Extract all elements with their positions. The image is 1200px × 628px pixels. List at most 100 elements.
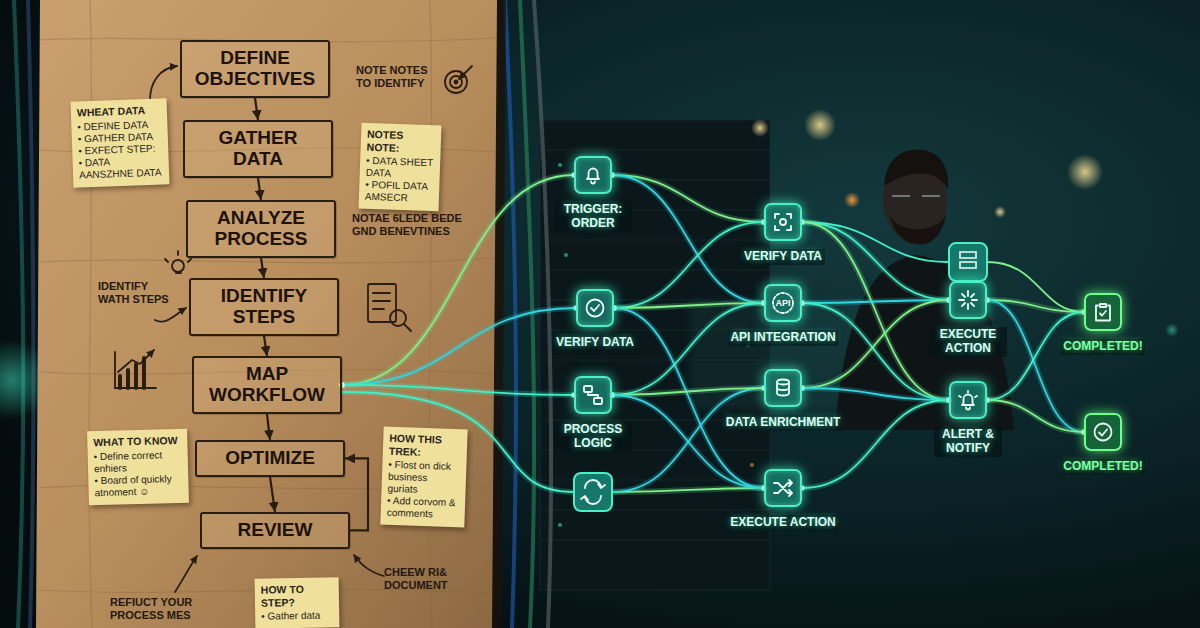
icon-symbol-part [956, 388, 980, 412]
process-box: MAP WORKFLOW [192, 356, 342, 414]
icon-symbol-part [780, 219, 786, 225]
note-text: • POFIL DATA AMSECR [365, 179, 434, 205]
server-rack-part [558, 523, 562, 527]
node-label: COMPLETED! [1060, 339, 1145, 355]
board-note: NOTE NOTES TO IDENTIFY [356, 64, 440, 90]
bokeh-lights-part [1067, 154, 1103, 190]
board-doodles-part [155, 308, 186, 322]
decorative-workflow-lines-part [612, 388, 764, 492]
glow-halo [612, 395, 764, 488]
workflow-node: VERIFY DATA [764, 203, 802, 241]
decorative-icon [574, 243, 987, 511]
decorative-icon-part [574, 473, 612, 511]
board-doodles-part [175, 556, 197, 592]
cables [14, 0, 551, 628]
board-doodles [115, 66, 472, 592]
icon-symbol-part [1099, 430, 1107, 436]
process-box: ANALYZE PROCESS [186, 200, 336, 258]
node-label: VERIFY DATA [553, 335, 637, 351]
glow-halo [802, 388, 949, 400]
icon-symbol-part [588, 392, 598, 398]
board-doodles-part [368, 284, 396, 322]
decorative-icon-part [960, 252, 976, 268]
workflow-node: TRIGGER: ORDER [574, 156, 612, 194]
node-label: ALERT & NOTIFY [934, 427, 1002, 457]
icon-symbol [1091, 420, 1115, 444]
icon-symbol [771, 210, 795, 234]
person-silhouette-part [884, 150, 948, 190]
icon-symbol [581, 383, 605, 407]
glow-line [612, 388, 764, 395]
note-text: • DATA AANSZHNE DATA [78, 154, 163, 181]
icon-symbol-part [1091, 420, 1115, 444]
icon-symbol-part [959, 391, 977, 410]
glow-halo [342, 308, 576, 385]
glow-halo [614, 222, 764, 308]
icon-symbol-part [771, 476, 795, 500]
glow-line [802, 222, 949, 400]
icon-symbol-part [581, 163, 605, 187]
node-label: COMPLETED! [1060, 459, 1145, 475]
icon-symbol-part [962, 395, 974, 406]
board-note: REFIUCT YOUR PROCESS MES [110, 596, 210, 622]
icon-symbol-part [1100, 304, 1106, 307]
box-text: MAP WORKFLOW [200, 364, 334, 406]
board-doodles-part [172, 260, 184, 272]
decorative-icon-part [949, 243, 987, 281]
glow-connector [609, 392, 766, 490]
glow-halo [987, 300, 1084, 432]
server-rack-part [750, 463, 754, 467]
board-note: IDENTIFY WATH STEPS [98, 280, 172, 306]
board-note: CHEEW RI& DOCUMENT [384, 566, 476, 592]
drawn-arrow [267, 414, 270, 440]
icon-symbol-part [774, 480, 792, 496]
process-box: GATHER DATA [183, 120, 333, 178]
box-text: OPTIMIZE [203, 448, 337, 469]
note-text: • EXFECT STEP: [78, 142, 162, 157]
board-note: NOTAE 6LEDE BEDE GND BENEVTINES [352, 212, 464, 238]
sticky-note: WHEAT DATA• DEFINE DATA• GATHER DATA• EX… [71, 98, 170, 187]
icon-symbol-part [581, 383, 605, 407]
board-doodles-part [459, 66, 472, 79]
glow-connector [799, 397, 951, 490]
icon-symbol-part [1091, 300, 1115, 324]
note-text: • Flost on dick business guriats [387, 459, 460, 497]
wood-board-part [89, 0, 92, 628]
note-text: • Define correct enhiers [94, 448, 183, 474]
sticky-note: NOTES NOTE:• DATA SHEET DATA• POFIL DATA… [359, 123, 442, 212]
glow-halo [802, 303, 949, 400]
sticky-note: HOW TO STEP?• Gather data [255, 577, 340, 628]
icon-symbol [1091, 300, 1115, 324]
icon-symbol [583, 296, 607, 320]
node-label: DATA ENRICHMENT [723, 415, 843, 431]
process-box: DEFINE OBJECTIVES [180, 40, 330, 98]
workflow-node: COMPLETED! [1084, 413, 1122, 451]
sticky-note: WHAT TO KNOW• Define correct enhiers• Bo… [87, 429, 189, 505]
flow-arrow [264, 336, 267, 356]
glow-connector [611, 219, 766, 310]
wood-board-part [40, 258, 495, 263]
bokeh-lights-part [844, 192, 860, 208]
icon-symbol-part [591, 305, 599, 311]
workflow-node: VERIFY DATA [576, 289, 614, 327]
box-text: GATHER DATA [191, 128, 325, 170]
glow-line [802, 400, 949, 488]
workflow-node: EXECUTE ACTION [764, 469, 802, 507]
glow-connector [984, 297, 1086, 434]
person-silhouette-part [892, 195, 940, 197]
node-label: EXECUTE ACTION [727, 515, 839, 531]
box-text: ANALYZE PROCESS [194, 208, 328, 250]
glow-connector [339, 382, 576, 397]
icon-symbol [771, 376, 795, 400]
icon-symbol-part [1095, 424, 1112, 441]
icon-symbol [771, 476, 795, 500]
icon-symbol [956, 388, 980, 412]
flow-arrow [255, 98, 258, 120]
board-doodles-part [373, 293, 390, 309]
sticky-note: HOW THIS TREK:• Flost on dick business g… [380, 427, 467, 528]
glow-halo [802, 400, 949, 488]
node-label: API INTEGRATION [727, 330, 838, 346]
process-box: IDENTIFY STEPS [189, 278, 339, 336]
glow-line [612, 175, 764, 303]
